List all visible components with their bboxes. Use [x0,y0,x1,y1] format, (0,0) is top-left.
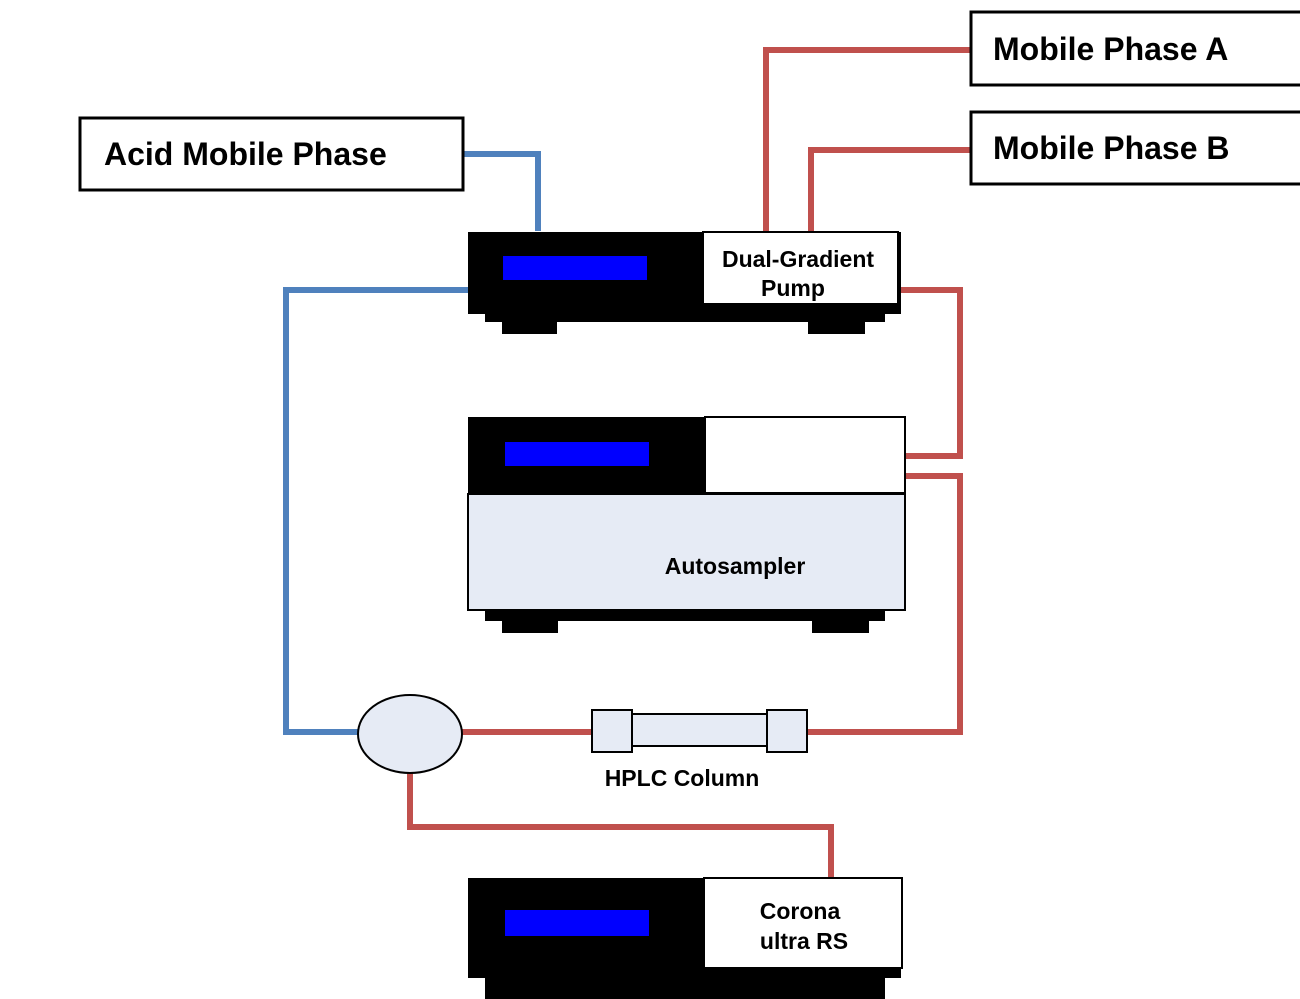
line-autosampler-to-column [806,473,963,735]
pump-label-line1: Dual-Gradient [722,246,874,272]
mobile-phase-b-box: Mobile Phase B [969,110,1300,186]
line-mobile-phase-b-to-pump [808,147,972,232]
mixing-tee [357,694,463,774]
line-pump-to-autosampler [900,287,963,459]
acid-mobile-phase-label: Acid Mobile Phase [104,136,387,172]
autosampler: Autosampler [467,416,906,633]
column-label: HPLC Column [605,765,760,791]
detector-label-line1: Corona [760,898,841,924]
mobile-phase-a-box: Mobile Phase A [969,10,1300,87]
line-mobile-phase-a-to-pump [763,47,972,232]
dual-gradient-pump: Dual-Gradient Pump [468,231,901,334]
autosampler-label: Autosampler [665,553,806,579]
red-tubing-lines [407,47,972,880]
line-tee-to-detector [407,772,834,880]
detector-display [505,910,649,936]
hplc-column: HPLC Column [591,709,808,791]
autosampler-display [505,442,649,466]
line-acid-phase-to-pump [462,151,541,231]
pump-display [503,256,647,280]
corona-ultra-rs-detector: Corona ultra RS [468,877,903,999]
acid-mobile-phase-box: Acid Mobile Phase [78,116,465,192]
detector-label-line2: ultra RS [760,928,848,954]
mobile-phase-a-label: Mobile Phase A [993,31,1228,67]
pump-label-line2: Pump [761,275,825,301]
blue-tubing-lines [283,151,541,735]
mobile-phase-b-label: Mobile Phase B [993,130,1230,166]
line-pump-to-tee [283,287,470,735]
